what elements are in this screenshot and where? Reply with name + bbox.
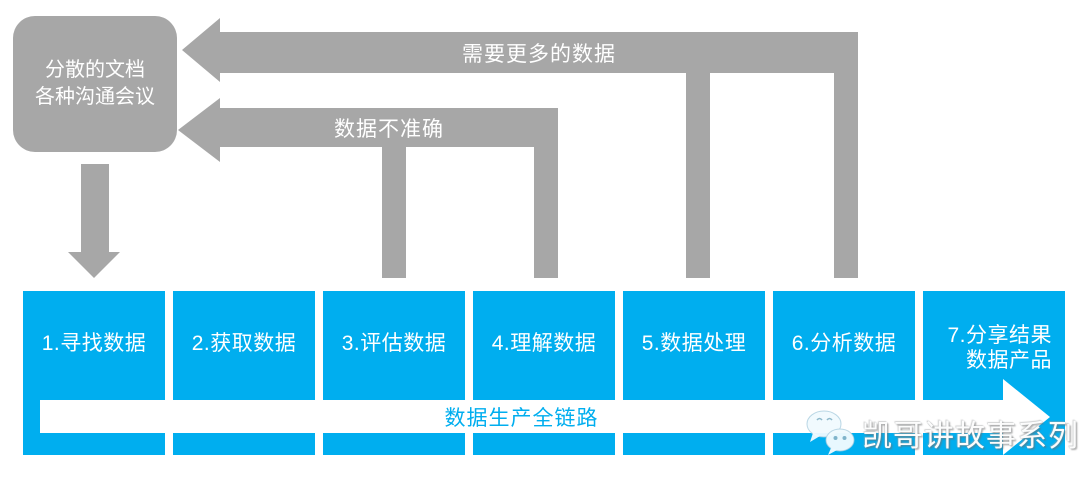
pipeline-step-5-label: 5.数据处理	[641, 332, 747, 355]
pipeline-step-2-label: 2.获取数据	[191, 332, 297, 355]
scattered-docs-line1: 分散的文档	[45, 59, 145, 81]
wechat-bubbles-icon	[806, 410, 855, 455]
feedback-arrow-2-body: 数据不准确	[220, 108, 558, 147]
connector-step5	[686, 71, 710, 278]
feedback-arrow-1-body: 需要更多的数据	[220, 32, 858, 73]
scattered-docs-box: 分散的文档 各种沟通会议	[13, 16, 177, 152]
down-arrow-shaft	[81, 164, 109, 252]
pipeline-banner-arrowhead-icon	[1003, 379, 1050, 455]
pipeline-step-4-label: 4.理解数据	[491, 332, 597, 355]
feedback-arrow-2-label: 数据不准确	[334, 117, 444, 141]
watermark-text: 凯哥讲故事系列	[862, 420, 1079, 453]
feedback-arrow-2-head-icon	[178, 98, 220, 162]
pipeline-banner-label: 数据生产全链路	[444, 406, 599, 430]
pipeline-banner: 数据生产全链路	[40, 400, 1003, 433]
feedback-arrow-1-head-icon	[182, 18, 220, 82]
feedback-arrow-1-label: 需要更多的数据	[462, 42, 616, 66]
connector-step6	[834, 71, 858, 278]
watermark: 凯哥讲故事系列	[803, 409, 1079, 457]
connector-step3	[382, 145, 406, 278]
pipeline-step-7-label: 7.分享结果	[947, 324, 1052, 347]
connector-step4	[534, 145, 558, 278]
scattered-docs-line2: 各种沟通会议	[35, 86, 155, 108]
pipeline-step-7-label2: 数据产品	[966, 349, 1052, 372]
pipeline-step-3-label: 3.评估数据	[341, 332, 447, 355]
pipeline-step-6-label: 6.分析数据	[791, 332, 897, 355]
down-arrow-head-icon	[68, 252, 120, 278]
pipeline-step-1-label: 1.寻找数据	[41, 332, 147, 355]
